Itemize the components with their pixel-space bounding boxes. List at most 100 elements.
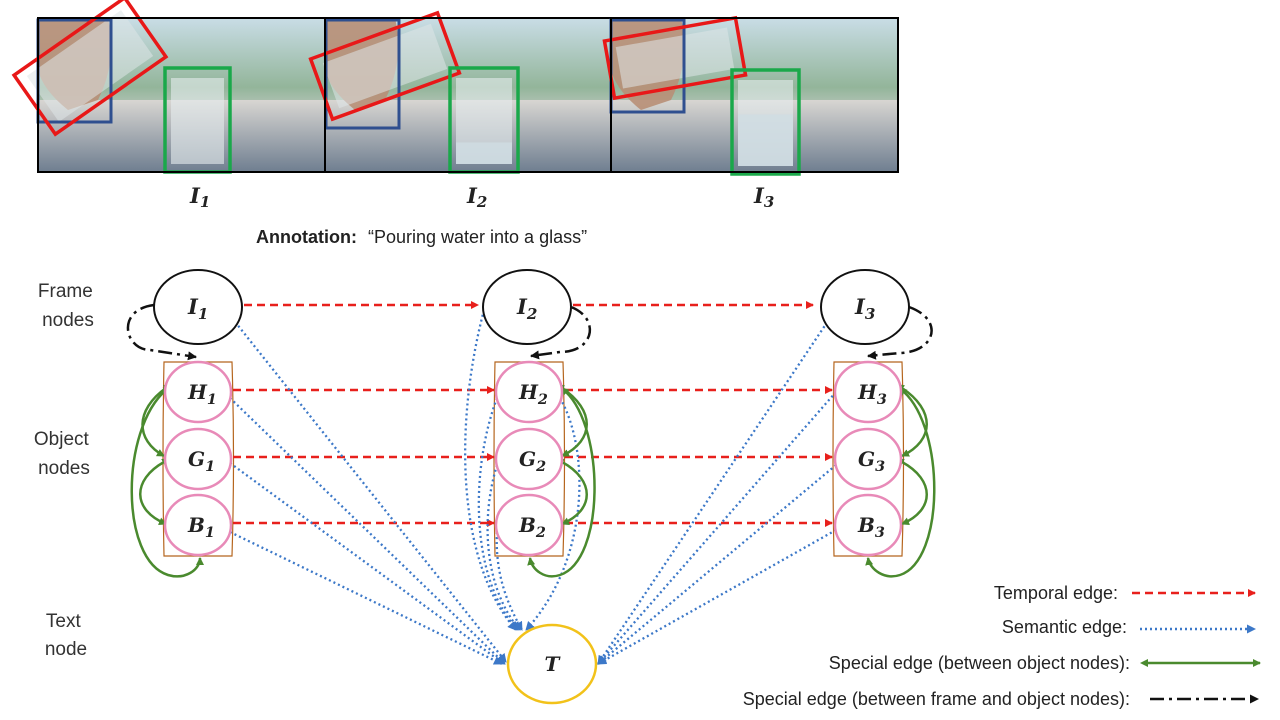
node-label: G2 [519,447,546,475]
semantic-edge-B2-T [495,531,524,631]
legend-semantic-label: Semantic edge: [1002,617,1127,637]
node-letter: H [518,380,539,404]
object-node-circle [163,360,233,424]
object-node-B1: B1 [163,493,233,557]
legend: Temporal edge: Semantic edge: Special ed… [743,583,1261,709]
node-sub: 2 [535,524,546,541]
legend-special-objects-label: Special edge (between object nodes): [829,653,1130,673]
frame-row-label-line1: Frame [38,281,93,302]
semantic-edge-G1-T [229,462,505,665]
object-node-circle [163,493,233,557]
special-edge-H3-G3 [896,384,928,458]
special-edge-I3-H3 [867,305,933,360]
node-letter: B [187,513,205,537]
node-label: B2 [518,513,546,541]
object-node-B3: B3 [833,493,903,557]
object-node-H3: H3 [833,360,903,424]
frame-node-circle [482,269,572,345]
object-node-circle [833,427,903,491]
node-letter: G [519,447,536,471]
special-edge-H2-B2 [527,387,596,578]
frame-photo-1 [11,0,326,174]
row-labels: Frame nodes Object nodes Text node [34,281,94,660]
semantic-edge-H2-T [477,397,519,631]
semantic-edge-I2-T [464,309,517,631]
node-letter: I [516,294,528,319]
object-node-B2: B2 [494,493,564,557]
frame-node-1: I1 [153,269,243,345]
node-letter: H [857,380,878,404]
node-sub: 2 [526,305,538,323]
frame-node-circle [153,269,243,345]
frame-caption-letter: I [189,183,201,208]
node-sub: 2 [535,458,546,475]
node-label: B1 [187,513,215,541]
special-edge-H3-B3 [865,387,936,578]
object-row-label-line2: nodes [38,458,90,479]
semantic-edge-B3-T [597,528,837,666]
node-sub: 1 [205,458,215,475]
object-row-label: Object nodes [34,429,94,479]
semantic-edge-H3-T [597,391,837,665]
photo-border [610,17,899,173]
text-row-label: Text node [45,611,87,660]
node-label: I3 [854,294,875,323]
semantic-edge-H1-T [229,397,506,665]
object-node-H2: H2 [494,360,564,424]
node-letter: I [187,294,199,319]
special-edge-H2-G2 [556,384,588,458]
frame-caption-sub: 3 [764,193,774,211]
frame-row-label-line2: nodes [42,310,94,331]
node-label: I2 [516,294,537,323]
text-row-label-line2: node [45,639,87,660]
node-label: G1 [188,447,215,475]
node-label: H2 [518,380,548,408]
glass-shape [171,78,224,164]
object-node-circle [163,427,233,491]
water-level [738,114,793,166]
bottle-shape [26,10,154,122]
frame-node-3: I3 [820,269,910,345]
object-node-circle [833,360,903,424]
node-letter: H [187,380,208,404]
bottle-shape [322,23,448,109]
special-edge-I2-H2 [530,305,592,360]
object-node-circle [494,493,564,557]
legend-special-frame-object-label: Special edge (between frame and object n… [743,689,1130,709]
special-edge-G3-B3 [895,458,928,526]
node-sub: 1 [205,524,215,541]
semantic-edge-I1-T [231,317,507,663]
bottle-bounding-box [11,0,169,137]
semantic-edge-I3-T [597,317,831,665]
node-sub: 3 [865,305,876,323]
frame-caption-1: I1 [189,183,210,211]
node-sub: 3 [877,391,887,408]
node-letter: I [854,294,866,319]
frame-node-circle [820,269,910,345]
semantic-edge-B1-T [229,530,503,666]
bottle-bounding-box [602,15,748,101]
annotation-line: Annotation: “Pouring water into a glass” [256,227,587,247]
object-node-H1: H1 [163,360,233,424]
frame-caption-sub: 2 [476,193,487,211]
node-label: I1 [187,294,208,323]
edges [126,301,936,666]
node-letter: G [858,447,875,471]
special-edge-H1-B1 [130,385,204,578]
node-sub: 2 [537,391,548,408]
glass-bounding-box [730,68,801,176]
legend-temporal-label: Temporal edge: [994,583,1118,603]
object-node-G1: G1 [163,427,233,491]
node-letter: B [857,513,875,537]
node-sub: 1 [198,305,209,323]
bottle-bounding-box [308,10,462,122]
node-letter: B [518,513,536,537]
node-label: G3 [858,447,885,475]
node-letter: G [188,447,205,471]
frame-caption-sub: 1 [200,193,210,211]
photo-strip [11,0,899,176]
annotation-text: “Pouring water into a glass” [368,227,587,247]
text-node-label: T [545,652,562,676]
